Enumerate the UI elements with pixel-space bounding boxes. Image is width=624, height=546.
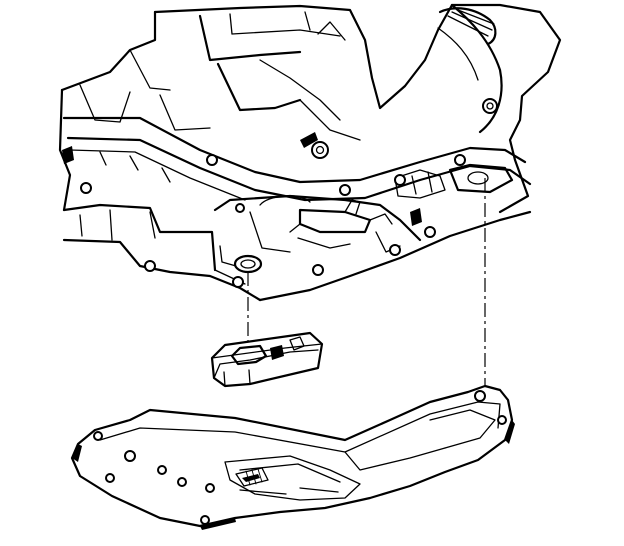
alignment-lines (247, 178, 486, 392)
filter-seal (233, 254, 263, 274)
fluid-filter (210, 331, 324, 388)
drain-plug (235, 467, 269, 487)
oil-pan (70, 384, 515, 530)
transmission-case (58, 3, 562, 302)
